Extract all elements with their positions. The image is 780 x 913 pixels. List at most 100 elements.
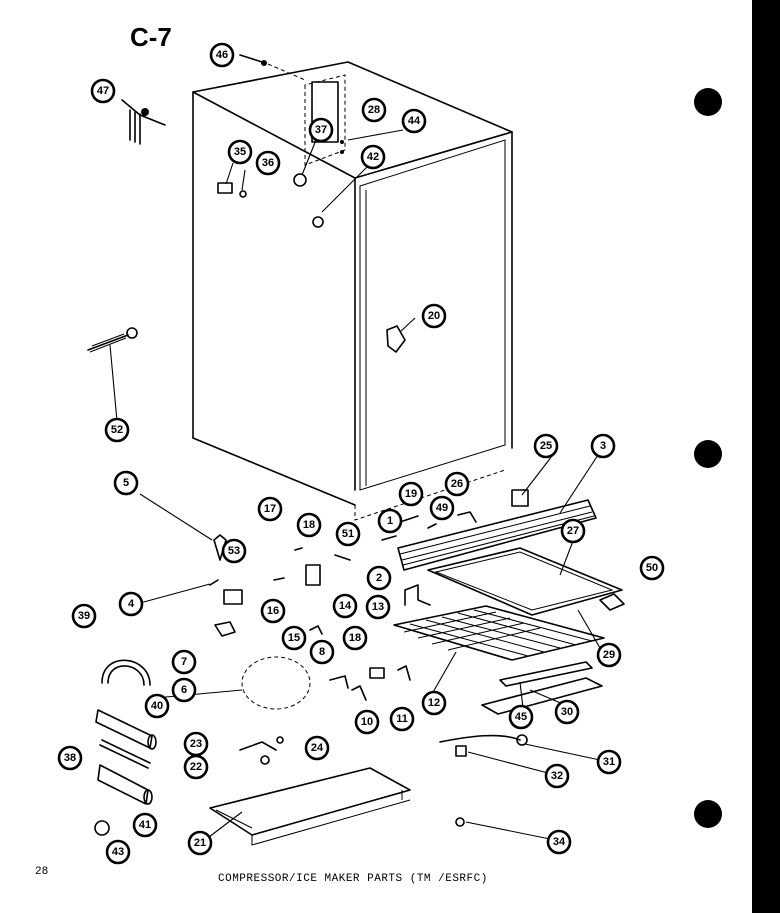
callout-7-label: 7 <box>181 656 187 668</box>
leader-lines <box>109 129 601 840</box>
callout-15: 15 <box>281 625 307 651</box>
callout-41: 41 <box>132 812 158 838</box>
callout-6-label: 6 <box>181 684 187 696</box>
callout-32: 32 <box>544 763 570 789</box>
callout-2-label: 2 <box>376 572 382 584</box>
mounts-22-23-24 <box>239 736 284 765</box>
callout-20: 20 <box>421 303 447 329</box>
callout-34-label: 34 <box>553 836 566 848</box>
callout-32-label: 32 <box>551 770 563 782</box>
callout-17: 17 <box>257 496 283 522</box>
callout-36: 36 <box>255 150 281 176</box>
callout-34: 34 <box>546 829 572 855</box>
binding-edge <box>752 0 780 913</box>
callout-3: 3 <box>590 433 616 459</box>
callout-8-label: 8 <box>319 646 325 658</box>
callout-29-label: 29 <box>603 649 615 661</box>
grommets <box>293 140 344 228</box>
callout-15-label: 15 <box>288 632 300 644</box>
callout-35-label: 35 <box>234 146 246 158</box>
drain-pan-27 <box>427 547 623 616</box>
bracket-28 <box>311 81 339 143</box>
callout-27: 27 <box>560 518 586 544</box>
clip-32 <box>455 745 467 757</box>
tube-31 <box>439 734 528 746</box>
callout-53: 53 <box>221 538 247 564</box>
callout-39: 39 <box>71 603 97 629</box>
handle-20 <box>386 325 406 353</box>
callout-42-label: 42 <box>367 151 379 163</box>
callout-5-label: 5 <box>123 477 129 489</box>
callout-47-label: 47 <box>97 85 109 97</box>
callout-51-label: 51 <box>342 528 354 540</box>
callout-7: 7 <box>171 649 197 675</box>
callout-28-label: 28 <box>368 104 380 116</box>
callout-5: 5 <box>113 470 139 496</box>
callout-18a-label: 18 <box>303 519 315 531</box>
callout-12: 12 <box>421 690 447 716</box>
page-number: 28 <box>35 866 49 878</box>
callout-3-label: 3 <box>600 440 606 452</box>
callout-24: 24 <box>304 735 330 761</box>
binder-hole-top <box>694 88 722 116</box>
page-code: C-7 <box>130 22 172 52</box>
callout-1: 1 <box>377 508 403 534</box>
callout-22: 22 <box>183 754 209 780</box>
callout-30: 30 <box>554 699 580 725</box>
callout-38-label: 38 <box>64 752 76 764</box>
callout-47: 47 <box>90 78 116 104</box>
callout-42: 42 <box>360 144 386 170</box>
refrigerator-cabinet <box>192 61 513 521</box>
callout-45-label: 45 <box>515 711 527 723</box>
valve-35 <box>217 182 247 198</box>
callout-50: 50 <box>639 555 665 581</box>
callout-44-label: 44 <box>408 115 421 127</box>
callout-19: 19 <box>398 481 424 507</box>
callout-52: 52 <box>104 417 130 443</box>
fitting-47 <box>121 99 166 145</box>
callout-10: 10 <box>354 709 380 735</box>
callout-6: 6 <box>171 677 197 703</box>
compressor-6 <box>241 656 311 710</box>
callout-46-label: 46 <box>216 49 228 61</box>
callout-23: 23 <box>183 731 209 757</box>
screw-34 <box>455 817 465 827</box>
shelf-rack-12 <box>393 605 605 661</box>
spacer-50 <box>599 593 625 611</box>
hose-39 <box>101 659 151 686</box>
callout-17-label: 17 <box>264 503 276 515</box>
callout-23-label: 23 <box>190 738 202 750</box>
callout-18b-label: 18 <box>349 632 361 644</box>
callout-44: 44 <box>401 108 427 134</box>
callout-4: 4 <box>118 591 144 617</box>
callout-1-label: 1 <box>387 515 393 527</box>
callout-41-label: 41 <box>139 819 151 831</box>
callout-2: 2 <box>366 565 392 591</box>
callout-11: 11 <box>389 706 415 732</box>
callout-22-label: 22 <box>190 761 202 773</box>
binder-hole-bottom <box>694 800 722 828</box>
callout-14: 14 <box>332 593 358 619</box>
callout-50-label: 50 <box>646 562 658 574</box>
callout-25: 25 <box>533 433 559 459</box>
callout-27-label: 27 <box>567 525 579 537</box>
callout-13: 13 <box>365 594 391 620</box>
cylinder-40 <box>95 709 157 750</box>
callout-29: 29 <box>596 642 622 668</box>
screw-46 <box>239 54 306 81</box>
callout-21: 21 <box>187 830 213 856</box>
callout-25-label: 25 <box>540 440 552 452</box>
callout-37-label: 37 <box>315 124 327 136</box>
callout-38: 38 <box>57 745 83 771</box>
callout-19-label: 19 <box>405 488 417 500</box>
grille-3 <box>397 499 597 571</box>
diagram-caption: COMPRESSOR/ICE MAKER PARTS (TM /ESRFC) <box>218 873 488 885</box>
callout-52-label: 52 <box>111 424 123 436</box>
callout-51: 51 <box>335 521 361 547</box>
callout-4-label: 4 <box>128 598 135 610</box>
callout-12-label: 12 <box>428 697 440 709</box>
binder-hole-middle <box>694 440 722 468</box>
callout-26-label: 26 <box>451 478 463 490</box>
callout-14-label: 14 <box>339 600 352 612</box>
